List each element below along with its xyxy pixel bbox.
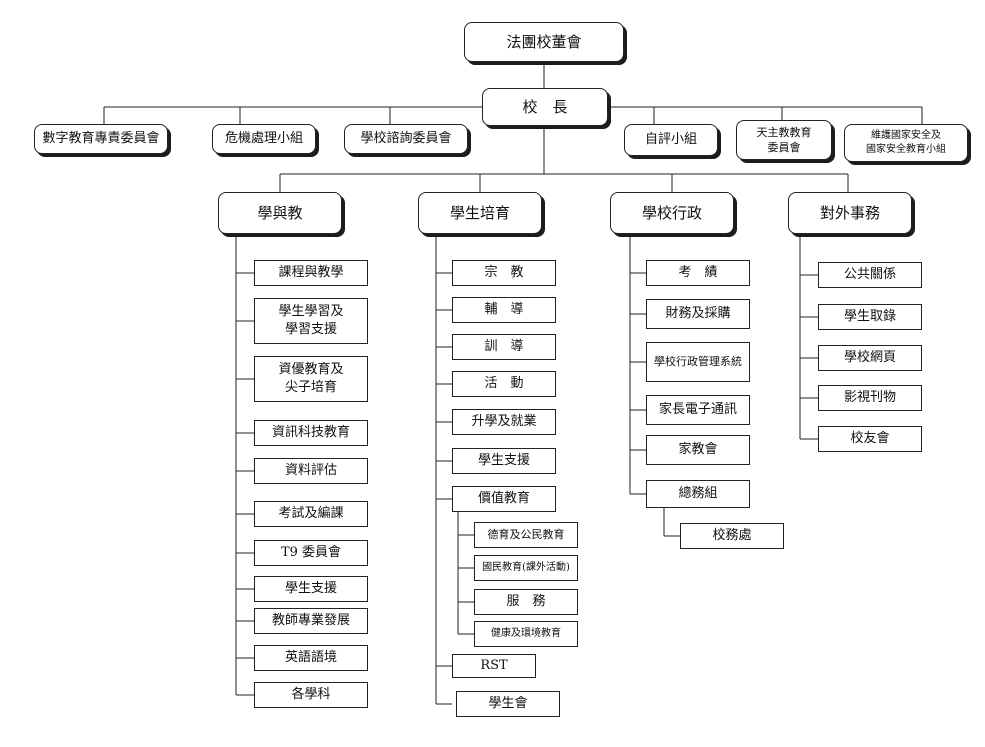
value-education-sub-item: 服 務 [474,589,578,615]
lt-item: 學生學習及 學習支援 [254,298,368,344]
sa-item: 家教會 [646,435,750,465]
lt-item: 資料評估 [254,458,368,484]
principal-box: 校 長 [482,88,608,126]
sd-item: 輔 導 [452,297,556,323]
division-student-development: 學生培育 [418,192,542,234]
lt-item: 資優教育及 尖子培育 [254,356,368,402]
division-external-affairs: 對外事務 [788,192,912,234]
sa-item-general-affairs: 總務組 [646,480,750,508]
ea-item: 公共關係 [818,262,922,288]
value-education-sub-item: 國民教育(課外活動) [474,555,578,581]
sd-item: RST [452,654,536,678]
lt-item: 考試及編課 [254,501,368,527]
sd-item: 活 動 [452,371,556,397]
committee-digital-education: 數字教育專責委員會 [34,124,168,154]
sa-item: 家長電子通訊 [646,395,750,425]
sd-item-value-education: 價值教育 [452,486,556,512]
ea-item: 影視刊物 [818,385,922,411]
sa-item: 財務及採購 [646,299,750,329]
committee-crisis-management: 危機處理小組 [212,124,316,154]
lt-item: 資訊科技教育 [254,420,368,446]
value-education-sub-item: 德育及公民教育 [474,522,578,548]
division-school-administration: 學校行政 [610,192,734,234]
board-box: 法團校董會 [464,22,624,62]
sd-item: 升學及就業 [452,409,556,435]
sa-item: 考 績 [646,260,750,286]
ea-item: 校友會 [818,426,922,452]
committee-school-advisory: 學校諮詢委員會 [344,124,468,154]
sd-item: 宗 教 [452,260,556,286]
lt-item: 英語語境 [254,645,368,671]
lt-item: 課程與教學 [254,260,368,286]
lt-item: T9 委員會 [254,540,368,566]
sd-item: 訓 導 [452,334,556,360]
lt-item: 各學科 [254,682,368,708]
committee-catholic-education: 天主教教育 委員會 [736,120,832,160]
ea-item: 學校網頁 [818,345,922,371]
committee-national-security: 維護國家安全及 國家安全教育小組 [844,124,968,162]
sa-sub-item: 校務處 [680,523,784,549]
lt-item: 學生支援 [254,576,368,602]
division-learning-teaching: 學與教 [218,192,342,234]
committee-self-evaluation: 自評小組 [624,124,718,156]
sa-item: 學校行政管理系統 [646,342,750,382]
lt-item: 教師專業發展 [254,608,368,634]
sd-item: 學生支援 [452,448,556,474]
ea-item: 學生取錄 [818,304,922,330]
sd-item: 學生會 [456,691,560,717]
value-education-sub-item: 健康及環境教育 [474,621,578,647]
